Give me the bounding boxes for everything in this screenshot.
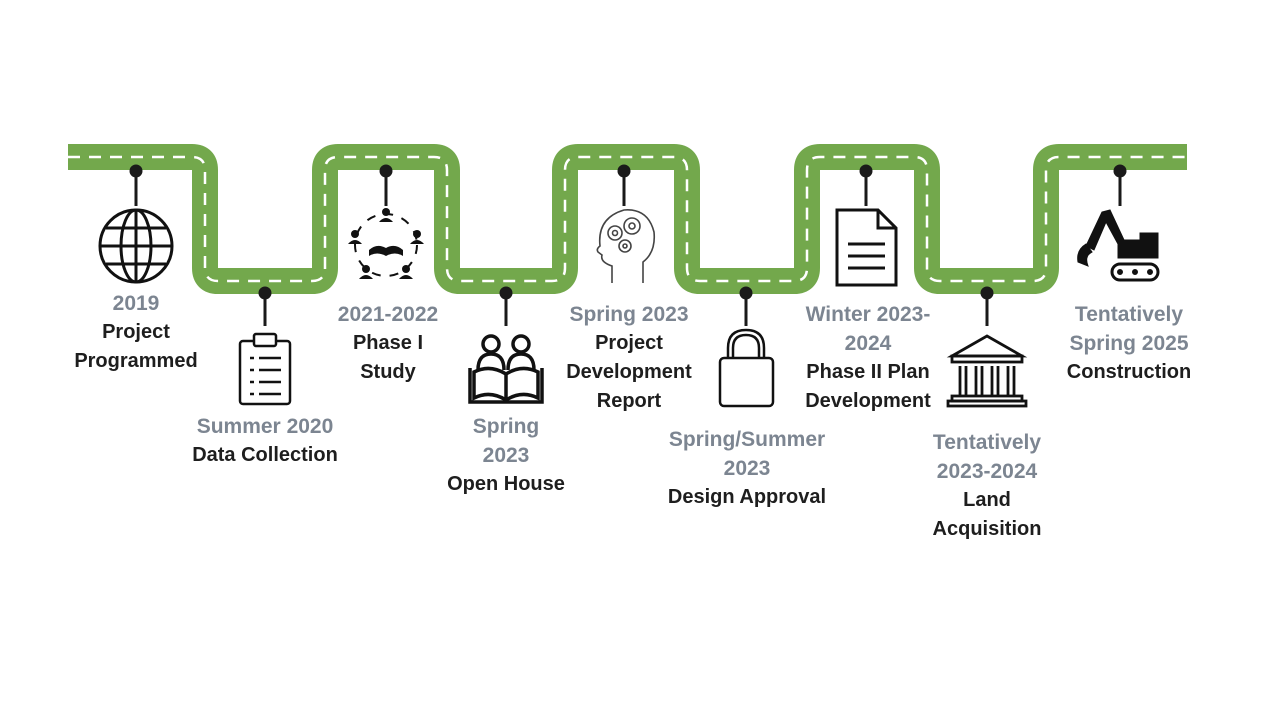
head-gears-icon xyxy=(596,209,656,283)
milestone-summer-2020: Summer 2020 Data Collection xyxy=(165,412,365,470)
milestone-date: 2021-2022 xyxy=(337,303,439,326)
milestone-label: Design Approval xyxy=(667,486,827,508)
community-reading-icon xyxy=(348,208,424,279)
people-reading-book-icon xyxy=(468,334,544,404)
milestone-label: Open House xyxy=(447,473,565,495)
milestone-label: Data Collection xyxy=(192,444,338,466)
padlock-icon xyxy=(718,328,775,408)
document-icon xyxy=(835,208,898,287)
globe-icon xyxy=(98,208,174,284)
milestone-date: Spring 2023 xyxy=(569,303,689,326)
milestone-pins xyxy=(129,164,1127,326)
road-center-dashes xyxy=(68,155,1187,283)
clipboard-icon xyxy=(238,332,292,406)
milestone-date: 2019 xyxy=(112,292,160,315)
milestone-label: Construction xyxy=(1066,361,1192,383)
courthouse-icon xyxy=(946,334,1028,408)
milestone-date: Winter 2023-2024 xyxy=(805,303,931,355)
excavator-icon xyxy=(1077,209,1160,282)
milestone-date: Summer 2020 xyxy=(196,415,334,438)
